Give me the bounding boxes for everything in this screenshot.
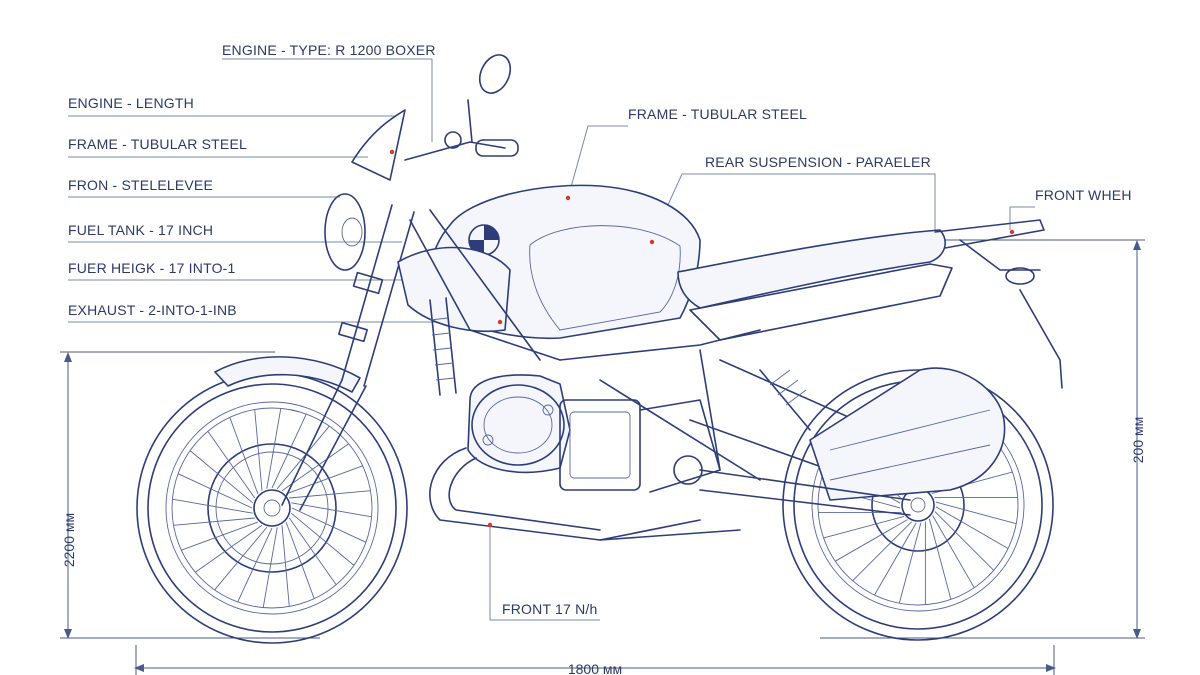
label-engine-length: ENGINE - LENGTH	[68, 95, 194, 111]
label-fuel-tank: FUEL TANK - 17 INCH	[68, 222, 213, 238]
front-wheel	[136, 372, 408, 644]
frame	[409, 209, 901, 481]
accent-markers	[389, 149, 1015, 528]
seat	[677, 229, 953, 341]
headlight-assembly	[324, 54, 519, 271]
rear-shock	[429, 297, 811, 431]
callout-labels: ENGINE - TYPE: R 1200 BOXER ENGINE - LEN…	[68, 42, 1132, 617]
label-rear-suspension: REAR SUSPENSION - PARAELER	[705, 154, 931, 170]
label-frame-left: FRAME - TUBULAR STEEL	[68, 136, 247, 152]
motorcycle-drawing	[136, 54, 1063, 644]
label-front-wheel: FRONT WHEH	[1035, 187, 1132, 203]
dimension-lines	[60, 239, 1145, 675]
rear-rack	[934, 219, 1063, 389]
engine	[467, 374, 721, 493]
dimension-length-bottom: 1800 мм	[568, 661, 622, 675]
label-engine-type: ENGINE - TYPE: R 1200 BOXER	[222, 42, 436, 58]
leader-lines	[68, 58, 1035, 621]
label-front-bottom: FRONT 17 N/h	[502, 601, 598, 617]
dimension-height-left: 2200 мм	[61, 513, 77, 567]
exhaust	[429, 367, 1006, 541]
dimension-labels: 2200 мм 200 мм 1800 мм	[61, 417, 1146, 675]
front-fork	[281, 204, 415, 511]
label-front-steerer: FRON - STELELEVEE	[68, 177, 213, 193]
label-fuel-height: FUER HEIGK - 17 INTO-1	[68, 260, 236, 276]
dimension-height-right: 200 мм	[1130, 417, 1146, 464]
label-frame-right: FRAME - TUBULAR STEEL	[628, 106, 807, 122]
label-exhaust: EXHAUST - 2-INTO-1-INB	[68, 302, 237, 318]
